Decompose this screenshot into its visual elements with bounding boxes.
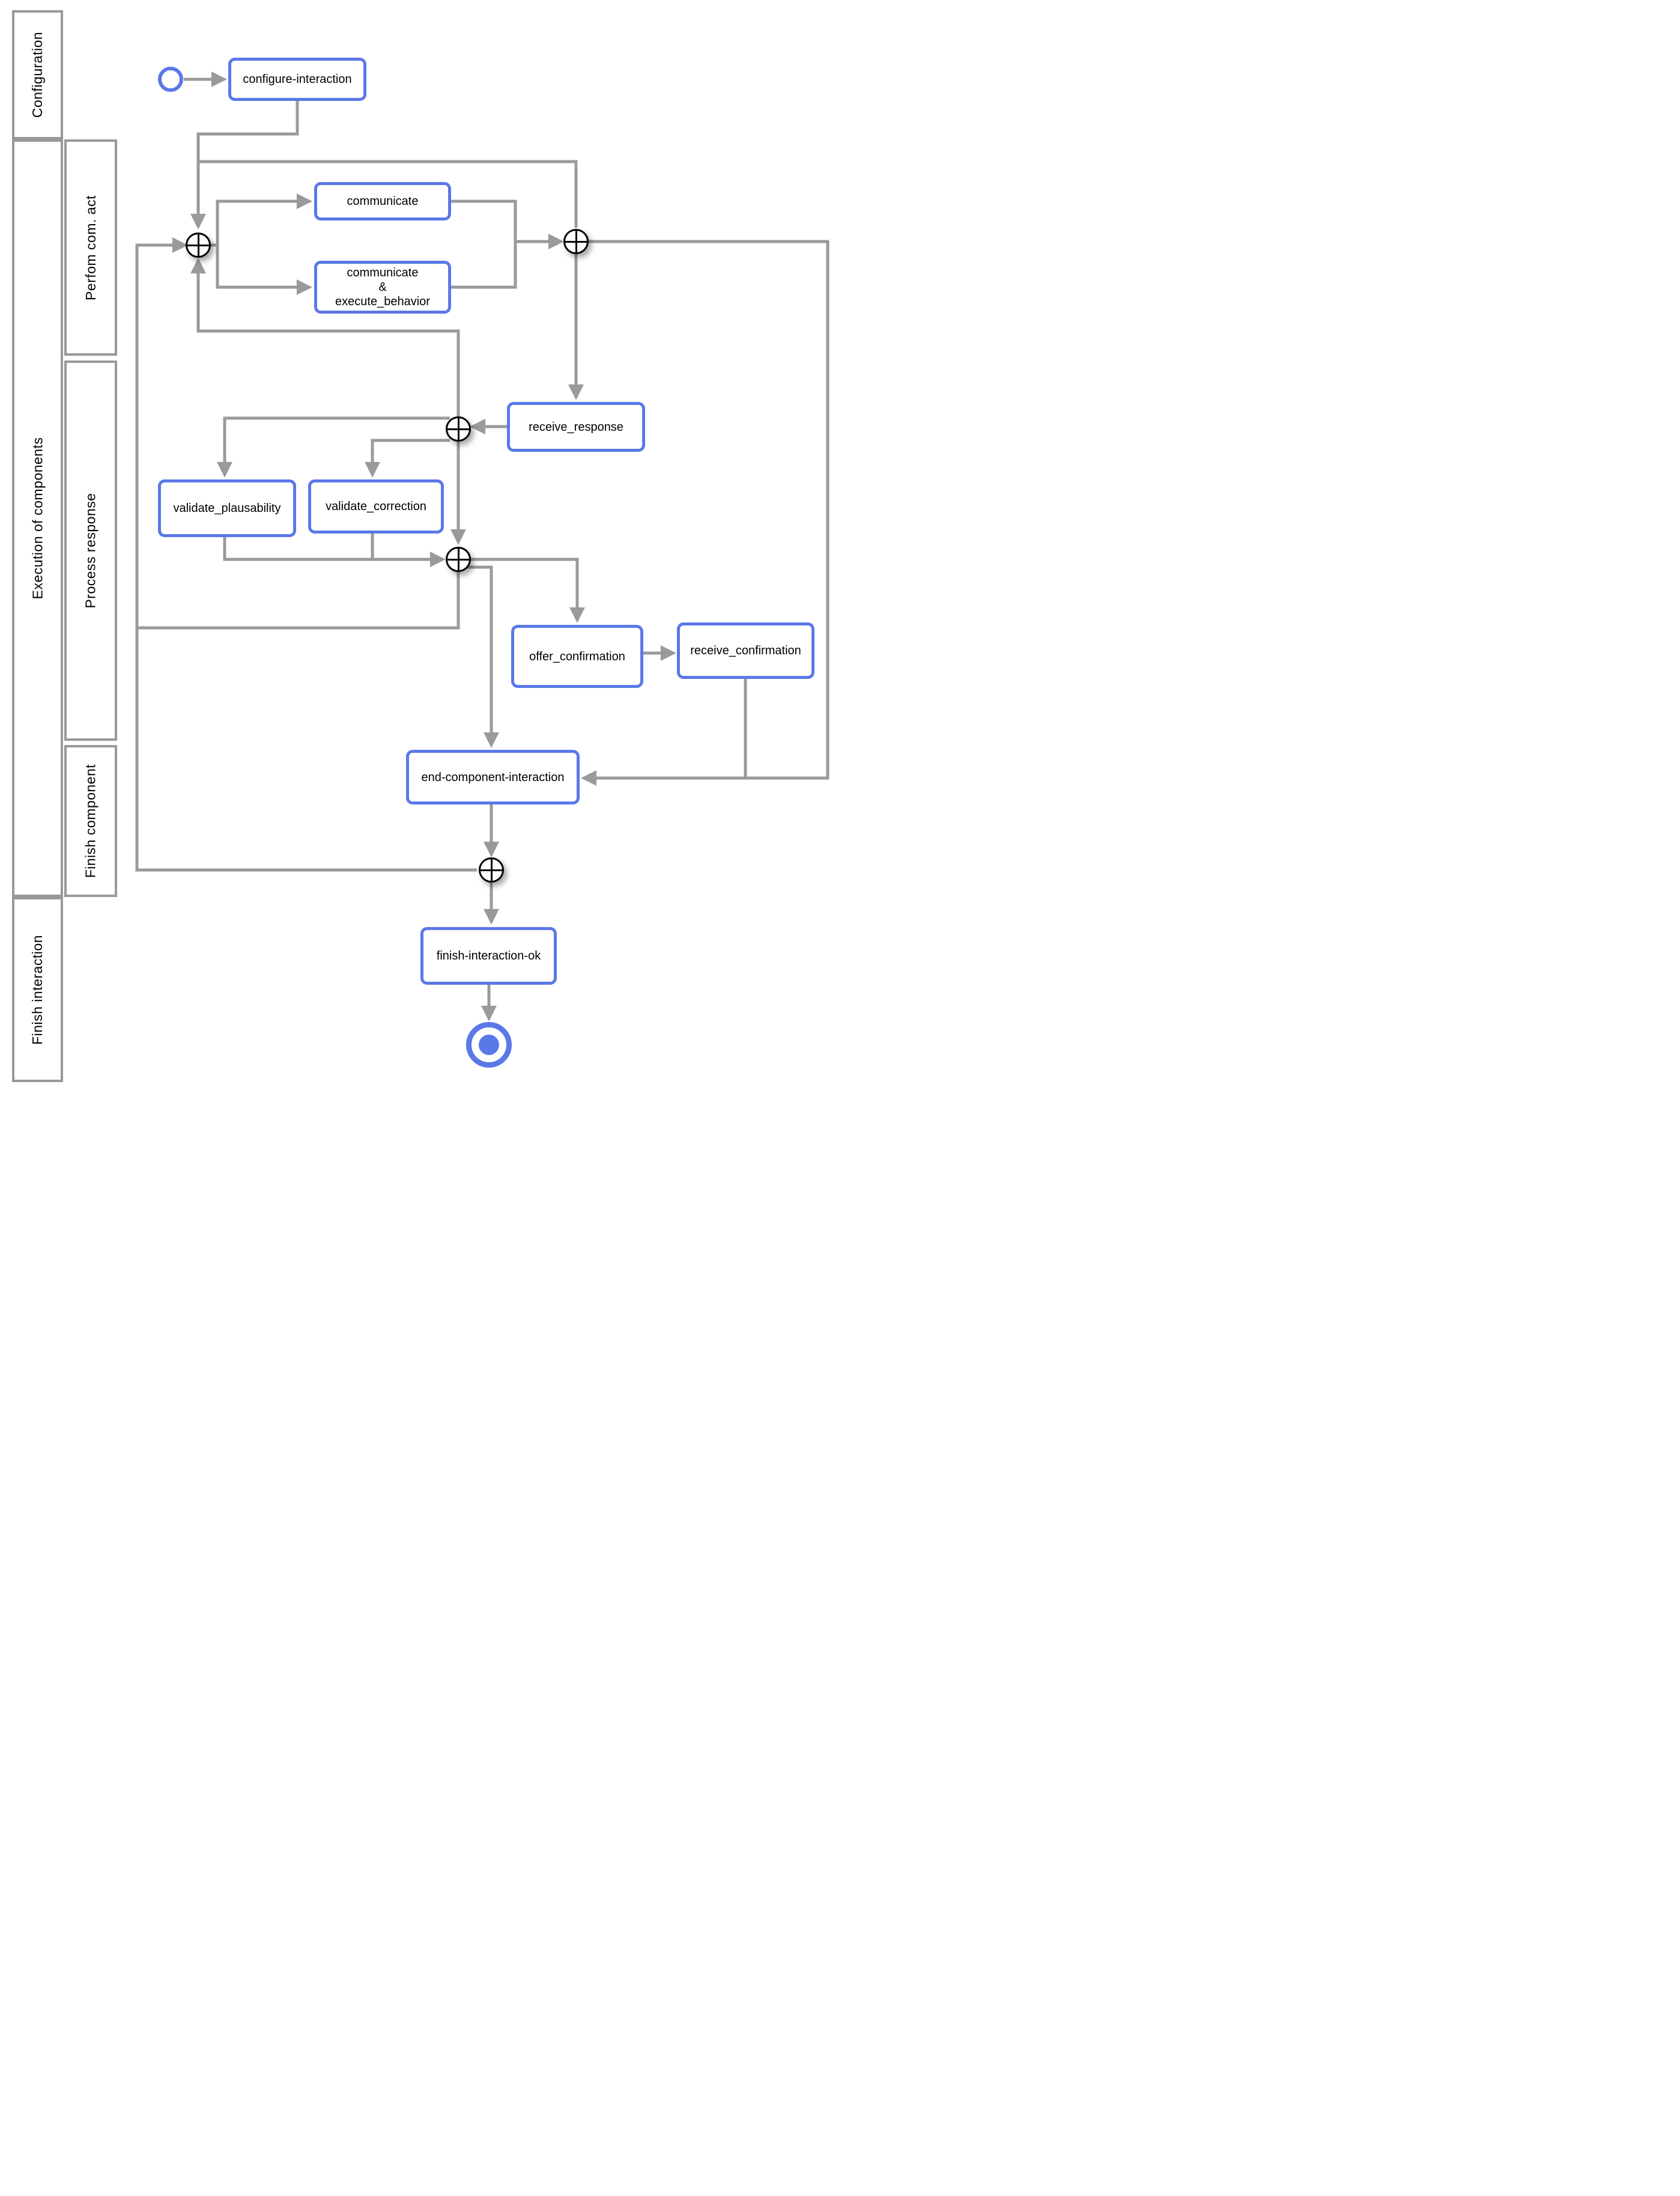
task-offer-confirmation-label: offer_confirmation — [529, 649, 625, 663]
edge-gateway-to-communicate-execute — [216, 245, 312, 295]
task-receive-response[interactable]: receive_response — [507, 402, 645, 452]
edge-communicate-outputs-join — [451, 199, 517, 289]
task-offer-confirmation[interactable]: offer_confirmation — [511, 625, 643, 688]
xor-gateway-perform[interactable] — [186, 233, 211, 258]
task-end-component-interaction[interactable]: end-component-interaction — [406, 750, 580, 804]
edge-gateway-to-validate-plausability — [217, 416, 450, 478]
lane-configuration: Configuration — [12, 10, 63, 139]
xor-gateway-communicate-join[interactable] — [563, 229, 589, 254]
task-communicate[interactable]: communicate — [314, 182, 451, 221]
xor-gateway-response[interactable] — [446, 416, 471, 442]
task-end-component-interaction-label: end-component-interaction — [421, 770, 565, 784]
sublane-finish-component: Finish component — [64, 745, 117, 897]
task-receive-confirmation-label: receive_confirmation — [690, 644, 801, 657]
edge-join-to-end-component — [462, 565, 499, 748]
lane-finish-interaction: Finish interaction — [12, 897, 63, 1082]
end-event-inner-dot — [479, 1035, 499, 1055]
task-communicate-execute-behavior-label: communicate & execute_behavior — [335, 266, 430, 308]
task-receive-response-label: receive_response — [529, 420, 623, 434]
edge-gateway-to-communicate — [211, 193, 312, 247]
edge-configure-to-perform-gateway — [190, 101, 299, 230]
edge-gateway-to-validate-correction — [365, 439, 450, 478]
edge-left-loop-to-finish-gateway — [135, 628, 477, 872]
task-configure-interaction-label: configure-interaction — [243, 73, 352, 86]
lane-execution-of-components: Execution of components — [12, 139, 63, 897]
task-communicate-execute-behavior[interactable]: communicate & execute_behavior — [314, 261, 451, 314]
sublane-perform-com-act: Perfom com. act — [64, 139, 117, 356]
edge-configure-to-join-gateway — [198, 160, 578, 228]
task-communicate-label: communicate — [347, 195, 419, 208]
task-validate-plausability-label: validate_plausability — [173, 502, 281, 515]
end-event-node[interactable] — [466, 1022, 512, 1068]
task-validate-correction-label: validate_correction — [326, 500, 426, 513]
edges-layer — [135, 71, 829, 1021]
edge-validate-plausability-to-join — [223, 537, 446, 567]
task-configure-interaction[interactable]: configure-interaction — [228, 58, 366, 101]
task-validate-plausability[interactable]: validate_plausability — [158, 479, 296, 537]
task-finish-interaction-ok-label: finish-interaction-ok — [436, 949, 541, 963]
task-receive-confirmation[interactable]: receive_confirmation — [677, 622, 814, 679]
task-finish-interaction-ok[interactable]: finish-interaction-ok — [420, 927, 557, 985]
edge-loop-to-perform-gateway — [190, 258, 460, 416]
edge-join-to-offer-confirmation — [471, 558, 585, 623]
diagram-canvas: Configuration Execution of components Fi… — [0, 0, 840, 1098]
xor-gateway-finish[interactable] — [479, 857, 504, 883]
task-validate-correction[interactable]: validate_correction — [308, 479, 444, 534]
start-event-node[interactable] — [158, 67, 183, 92]
edge-right-loop-to-end-component — [581, 240, 829, 786]
sublane-process-response: Process response — [64, 360, 117, 741]
xor-gateway-validate-join[interactable] — [446, 547, 471, 572]
